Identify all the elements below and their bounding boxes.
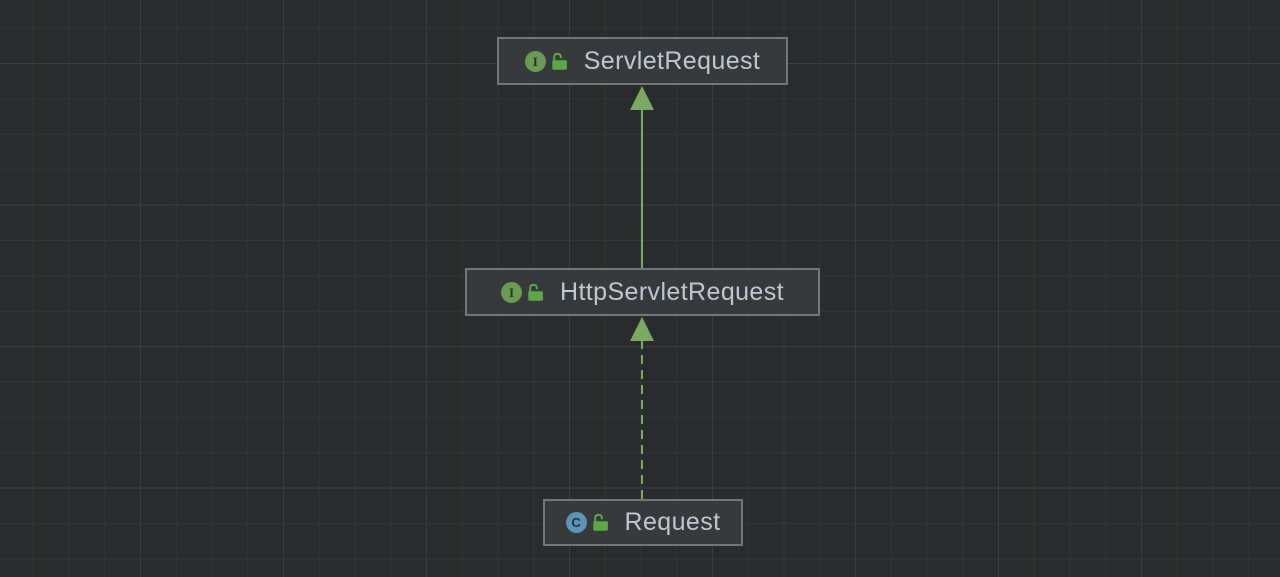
node-label: HttpServletRequest: [560, 277, 784, 306]
interface-letter: I: [532, 53, 538, 69]
class-node-httpservletrequest[interactable]: I HttpServletRequest: [465, 268, 820, 316]
edge-extends: [630, 86, 654, 268]
unlocked-padlock-icon: [527, 283, 545, 302]
class-node-request[interactable]: C Request: [543, 499, 743, 546]
unlocked-padlock-icon: [551, 52, 569, 71]
class-letter: C: [571, 515, 581, 530]
edge-implements: [630, 317, 654, 499]
class-node-servletrequest[interactable]: I ServletRequest: [497, 37, 788, 85]
interface-icon: I: [524, 50, 546, 72]
unlocked-padlock-icon: [592, 513, 610, 532]
interface-icon: I: [501, 281, 522, 303]
node-label: Request: [624, 508, 721, 536]
interface-letter: I: [508, 284, 515, 300]
class-icon: C: [565, 512, 587, 533]
node-label: ServletRequest: [583, 46, 761, 75]
